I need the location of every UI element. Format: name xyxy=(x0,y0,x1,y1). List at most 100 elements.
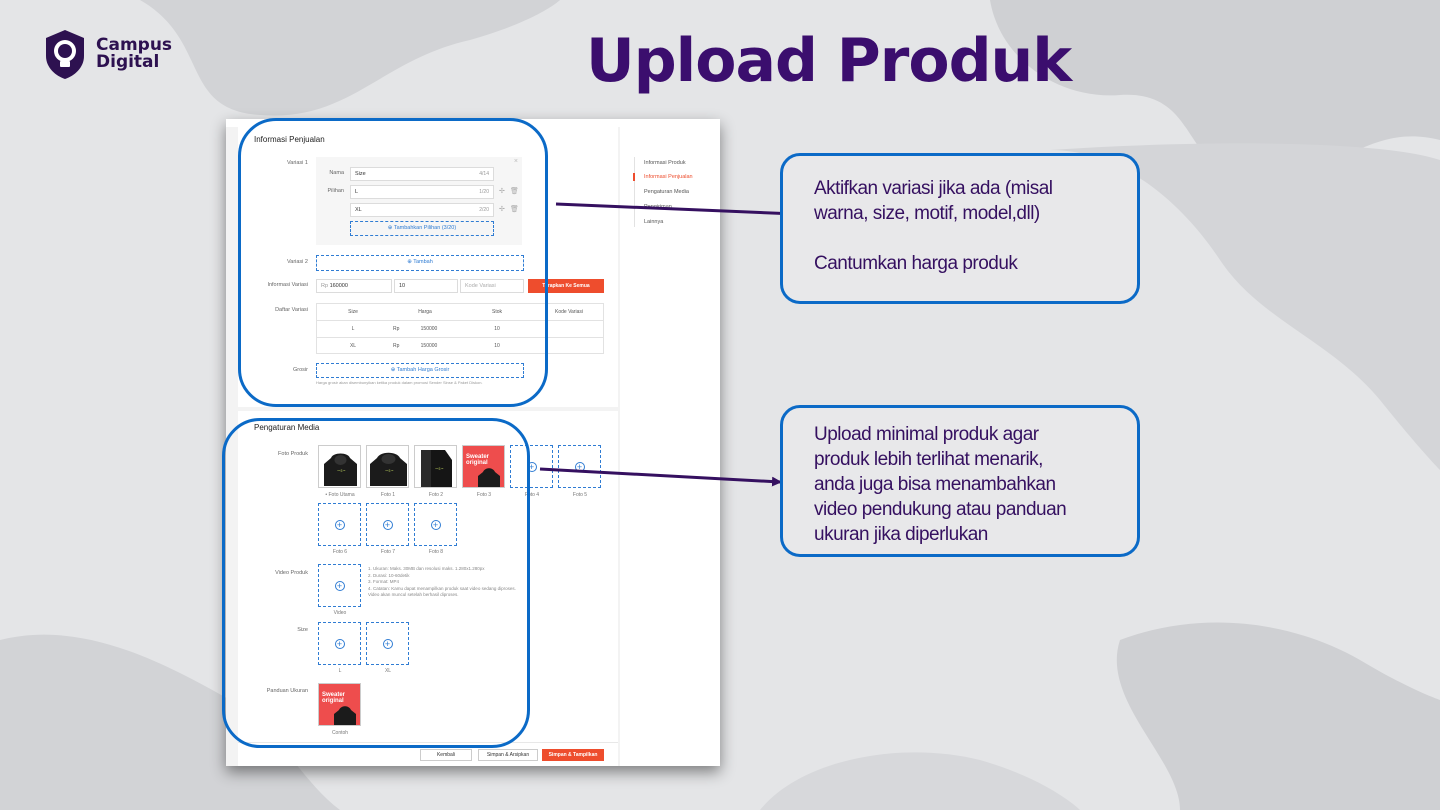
video-note: 4. Catatan: Kamu dapat menampilkan produ… xyxy=(368,585,516,591)
callout-line: Upload minimal produk agar xyxy=(814,424,1039,445)
row-rp: Rp xyxy=(393,326,400,332)
stock-input[interactable]: 10 xyxy=(394,279,458,293)
info-variasi-label: Informasi Variasi xyxy=(267,282,308,288)
variant-table: Size Harga Stok Kode Variasi L Rp 150000… xyxy=(316,303,604,354)
row-size: XL xyxy=(349,343,357,349)
nav-item-informasi-penjualan[interactable]: Informasi Penjualan xyxy=(644,174,693,180)
hoodie-image xyxy=(478,468,500,487)
section-nav: Informasi Produk Informasi Penjualan Pen… xyxy=(620,127,720,766)
nav-line xyxy=(634,157,635,227)
trash-icon[interactable]: 🗑 xyxy=(510,188,519,195)
add-variasi2-label: Tambah xyxy=(413,259,433,265)
option2-value: XL xyxy=(355,207,362,213)
header-kode: Kode Variasi xyxy=(555,309,583,315)
product-photo-1[interactable]: ~s~ xyxy=(366,445,409,488)
callout-upload: Upload minimal produk agar produk lebih … xyxy=(780,405,1140,557)
stock-value: 10 xyxy=(399,283,406,289)
back-button[interactable]: Kembali xyxy=(420,749,472,761)
price-value: 160000 xyxy=(329,283,348,289)
video-caption: Video xyxy=(333,610,347,616)
size-label: Size xyxy=(297,627,308,633)
header-stok: Stok xyxy=(491,309,502,315)
product-photo-2[interactable]: ~s~ xyxy=(414,445,457,488)
video-upload-slot[interactable]: + xyxy=(318,564,361,607)
poster-line2: original xyxy=(322,698,344,704)
nama-label: Nama xyxy=(329,170,344,176)
nav-item-informasi-produk[interactable]: Informasi Produk xyxy=(644,160,686,166)
nav-active-marker xyxy=(633,173,635,181)
variasi-name-count: 4/14 xyxy=(479,171,489,177)
size-caption: XL xyxy=(384,668,392,674)
row-stock[interactable]: 10 xyxy=(494,343,500,349)
plus-icon: + xyxy=(334,519,345,530)
panduan-label: Panduan Ukuran xyxy=(266,688,308,694)
arrow-to-top-callout xyxy=(555,202,798,219)
size-photo-xl[interactable]: + xyxy=(366,622,409,665)
variasi2-label: Variasi 2 xyxy=(287,259,308,265)
campus-digital-logo: Campus Digital xyxy=(42,28,172,80)
row-stock[interactable]: 10 xyxy=(494,326,500,332)
add-option-button[interactable]: ⊕ Tambahkan Pilihan (3/20) xyxy=(350,221,494,236)
size-photo-l[interactable]: + xyxy=(318,622,361,665)
nav-item-pengaturan-media[interactable]: Pengaturan Media xyxy=(644,189,689,195)
slide-title: Upload Produk xyxy=(586,26,1072,96)
highlight-sales xyxy=(238,118,548,407)
svg-text:~s~: ~s~ xyxy=(385,468,394,473)
hoodie-image: ~s~ xyxy=(370,452,407,486)
variasi-name-input[interactable]: Size 4/14 xyxy=(350,167,494,181)
kode-placeholder: Kode Variasi xyxy=(465,283,496,289)
product-photo-main[interactable]: ~s~ xyxy=(318,445,361,488)
daftar-variasi-label: Daftar Variasi xyxy=(275,307,308,313)
callout-line xyxy=(814,226,1119,251)
plus-icon: + xyxy=(430,519,441,530)
callout-line: Cantumkan harga produk xyxy=(814,253,1018,274)
photo-slot-5[interactable]: + xyxy=(558,445,601,488)
logo-line-2: Digital xyxy=(96,52,160,72)
photo-slot-6[interactable]: + xyxy=(318,503,361,546)
plus-icon: + xyxy=(382,519,393,530)
grosir-note: Harga grosir akan disembunyikan ketika p… xyxy=(316,380,483,385)
poster-line2: original xyxy=(466,460,488,466)
photo-caption: Foto 6 xyxy=(332,549,348,555)
top-strip xyxy=(226,119,720,127)
callout-line: warna, size, motif, model,dll) xyxy=(814,203,1040,224)
callout-line: video pendukung atau panduan xyxy=(814,499,1067,520)
nav-item-lainnya[interactable]: Lainnya xyxy=(644,219,664,225)
photo-slot-7[interactable]: + xyxy=(366,503,409,546)
photo-slot-8[interactable]: + xyxy=(414,503,457,546)
add-variasi2-button[interactable]: ⊕ Tambah xyxy=(316,255,524,271)
photo-caption: Foto 1 xyxy=(380,492,396,498)
drag-handle-icon[interactable]: ✢ xyxy=(499,188,505,195)
save-show-button[interactable]: Simpan & Tampilkan xyxy=(542,749,604,761)
grosir-label: Grosir xyxy=(293,367,308,373)
photo-caption: • Foto Utama xyxy=(325,492,355,498)
trash-icon[interactable]: 🗑 xyxy=(510,206,519,213)
kode-input[interactable]: Kode Variasi xyxy=(460,279,524,293)
hoodie-image: ~s~ xyxy=(324,453,357,486)
price-input[interactable]: Rp 160000 xyxy=(316,279,392,293)
option1-count: 1/20 xyxy=(479,189,489,195)
video-note: 2. Durasi: 10-60detik xyxy=(368,572,410,578)
callout-variasi: Aktifkan variasi jika ada (misal warna, … xyxy=(780,153,1140,304)
add-option-label: Tambahkan Pilihan (3/20) xyxy=(393,225,457,231)
row-price[interactable]: 150000 xyxy=(420,343,438,349)
header-size: Size xyxy=(348,309,358,315)
svg-text:~s~: ~s~ xyxy=(337,468,346,473)
variasi-name-value: Size xyxy=(355,171,366,177)
size-caption: L xyxy=(338,668,342,674)
poster-line1: Sweater xyxy=(322,692,346,698)
row-price[interactable]: 150000 xyxy=(420,326,438,332)
save-archive-button[interactable]: Simpan & Arsipkan xyxy=(478,749,538,761)
photo-caption: Foto 5 xyxy=(572,492,588,498)
drag-handle-icon[interactable]: ✢ xyxy=(499,206,505,213)
close-icon[interactable]: × xyxy=(513,158,518,165)
